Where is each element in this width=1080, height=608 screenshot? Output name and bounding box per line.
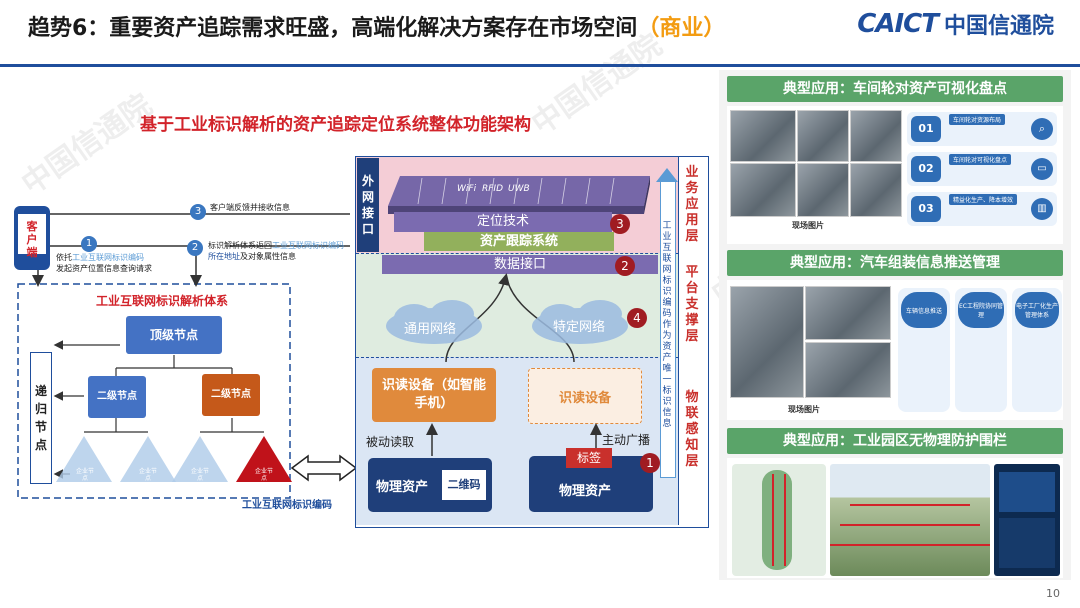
step-1-badge: 1 [81,236,97,252]
passive-read-label: 被动读取 [366,435,415,449]
panel-1-item-1: 01 车间轮对资源布局 ⌕ [907,112,1057,146]
tech-uwb: UWB [508,184,530,194]
park-scene [830,464,990,576]
page-title-tag: （商业） [637,16,726,41]
reader-device-smartphone: 识读设备（如智能手机） [372,368,496,422]
active-broadcast-label: 主动广播 [602,433,651,447]
panel-1-item-3: 03 精益化生产、降本增效 ▥ [907,192,1057,226]
physical-asset-qr: 物理资产 二维码 [368,458,492,512]
panel-2-title: 典型应用：汽车组装信息推送管理 [727,250,1063,276]
panel-3-title: 典型应用：工业园区无物理防护围栏 [727,428,1063,454]
step-3-text: 客户端反馈并接收信息 [210,203,290,212]
monitor-icon: ▭ [1031,158,1053,180]
site-photo [730,286,804,398]
logo-en: CAICT [857,9,939,39]
enterprise-node-4: 企业节点 [255,468,274,482]
panel-2-card-2: EC工程院协同管理 [955,288,1007,412]
top-level-node: 顶级节点 [126,316,222,354]
site-photo [850,110,902,162]
specific-network: 特定网络 [553,320,606,335]
layer-3-badge: 3 [610,214,630,234]
positioning-tech-bar: 定位技术 [394,212,612,232]
enterprise-node-1: 企业节点 [76,468,95,482]
qr-code-label: 二维码 [442,470,486,500]
data-interface-bar: 数据接口 [382,255,658,274]
page-title: 趋势6：重要资产追踪需求旺盛，高端化解决方案存在市场空间（商业） [28,10,725,42]
step-2-text: 标识解析体系返回工业互联网标识编码 所在地址及对象属性信息 [208,241,344,261]
tag-label: 标签 [566,448,612,468]
chart-icon: ▥ [1031,198,1053,220]
enterprise-node-2: 企业节点 [139,468,158,482]
site-photo [797,110,849,162]
panel-1-title: 典型应用：车间轮对资产可视化盘点 [727,76,1063,102]
site-photo [730,163,796,217]
panel-1-caption: 现场图片 [792,221,824,230]
panel-1-item-2: 02 车间轮对可视化盘点 ▭ [907,152,1057,186]
client-phone: 客户端 [14,206,50,270]
park-map [732,464,826,576]
outer-network-interface: 外网接口 [357,158,379,252]
business-layer-label: 业务应用层 [685,165,699,244]
page-title-main: 趋势6：重要资产追踪需求旺盛，高端化解决方案存在市场空间 [28,16,638,41]
perception-layer-label: 物联感知层 [685,390,699,469]
platform-layer-label: 平台支撑层 [685,265,699,344]
caict-logo: CAICT 中国信通院 [857,8,1054,40]
identification-code-label: 工业互联网标识编码 [242,500,332,511]
reader-device: 识读设备 [528,368,642,424]
layer-2-badge: 2 [615,256,635,276]
panel-2-caption: 现场图片 [788,405,820,414]
client-label: 客户端 [26,220,38,259]
step-1-text: 依托工业互联网标识编码 发起资产位置信息查询请求 [56,253,152,273]
network-badge-4: 4 [627,308,647,328]
enterprise-node-3: 企业节点 [191,468,210,482]
site-photo [730,110,796,162]
site-photo [797,163,849,217]
panel-2-card-3: 电子工厂化生产管理体系 [1012,288,1062,412]
resolution-system-diagram [17,208,358,499]
panel-2-card-1: 车辆信息推送 [898,288,950,412]
logo-cn: 中国信通院 [943,14,1054,39]
site-photo [805,342,891,398]
diagram-subtitle: 基于工业标识解析的资产追踪定位系统整体功能架构 [140,115,531,135]
asset-tracking-bar: 资产跟踪系统 [424,232,614,251]
tech-wifi: WiFi [457,184,477,194]
layer-1-badge: 1 [640,453,660,473]
second-level-node-b: 二级节点 [202,374,260,416]
architecture-frame [355,156,709,528]
site-photo [805,286,891,340]
header-divider [0,64,1080,67]
tech-rfid: RFID [482,184,504,194]
network-clouds [386,273,628,363]
search-icon: ⌕ [1031,118,1053,140]
id-code-side-arrow: 工业互联网标识编码作为资产唯一标识信息 [660,180,676,478]
step-2-badge: 2 [187,240,203,256]
page-number: 10 [1046,587,1060,600]
general-network: 通用网络 [404,322,457,337]
park-dashboard [994,464,1060,576]
recursive-node: 递归节点 [30,352,52,484]
system-title: 工业互联网标识解析体系 [96,294,229,308]
second-level-node-a: 二级节点 [88,376,146,418]
site-photo [850,163,902,217]
step-3-badge: 3 [190,204,206,220]
